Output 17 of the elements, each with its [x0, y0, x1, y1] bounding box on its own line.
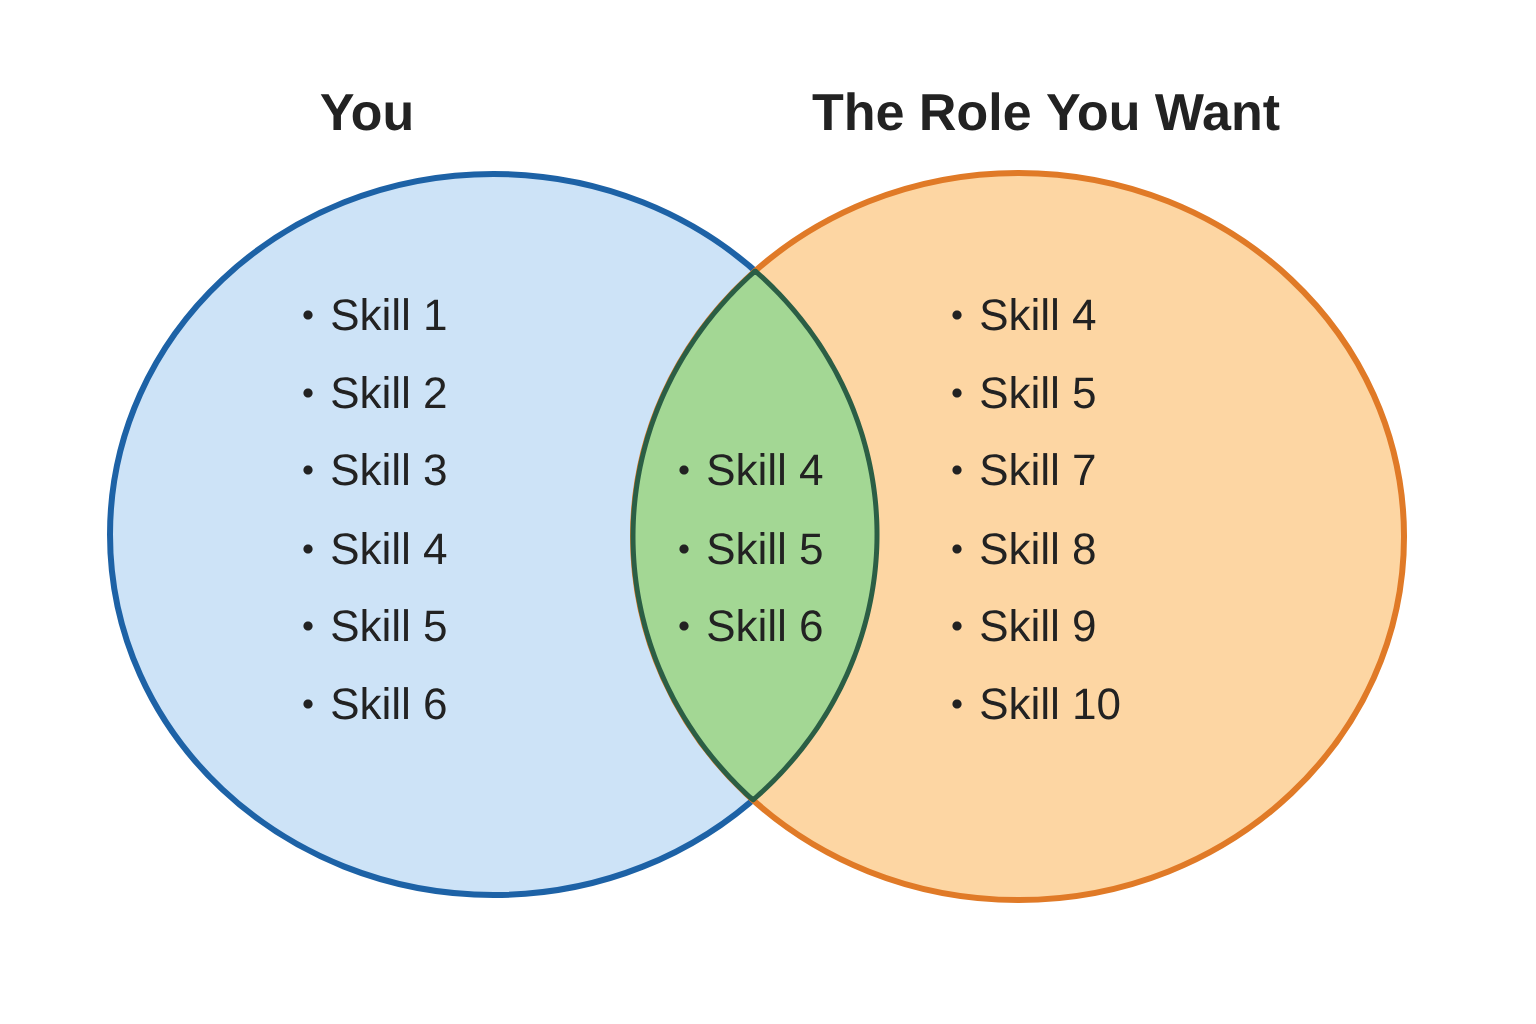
list-item: Skill 8: [981, 532, 1095, 565]
list-item: Skill 4: [332, 532, 447, 565]
list-item: Skill 4: [708, 453, 823, 486]
list-item: Skill 7: [981, 453, 1095, 486]
list-item: Skill 9: [981, 609, 1095, 642]
list-item: Skill 4: [981, 298, 1096, 331]
list-item: Skill 2: [332, 376, 446, 409]
list-item: Skill 6: [332, 687, 446, 720]
circle-title: You: [320, 94, 411, 131]
list-item: Skill 5: [981, 376, 1095, 409]
list-item: Skill 6: [708, 609, 822, 642]
list-item: Skill 1: [332, 298, 446, 331]
list-item: Skill 3: [332, 453, 446, 486]
list-item: Skill 5: [708, 532, 822, 565]
list-item: Skill 5: [332, 609, 446, 642]
list-item: Skill 10: [981, 687, 1120, 720]
circle-title: The Role You Want: [812, 92, 1280, 131]
